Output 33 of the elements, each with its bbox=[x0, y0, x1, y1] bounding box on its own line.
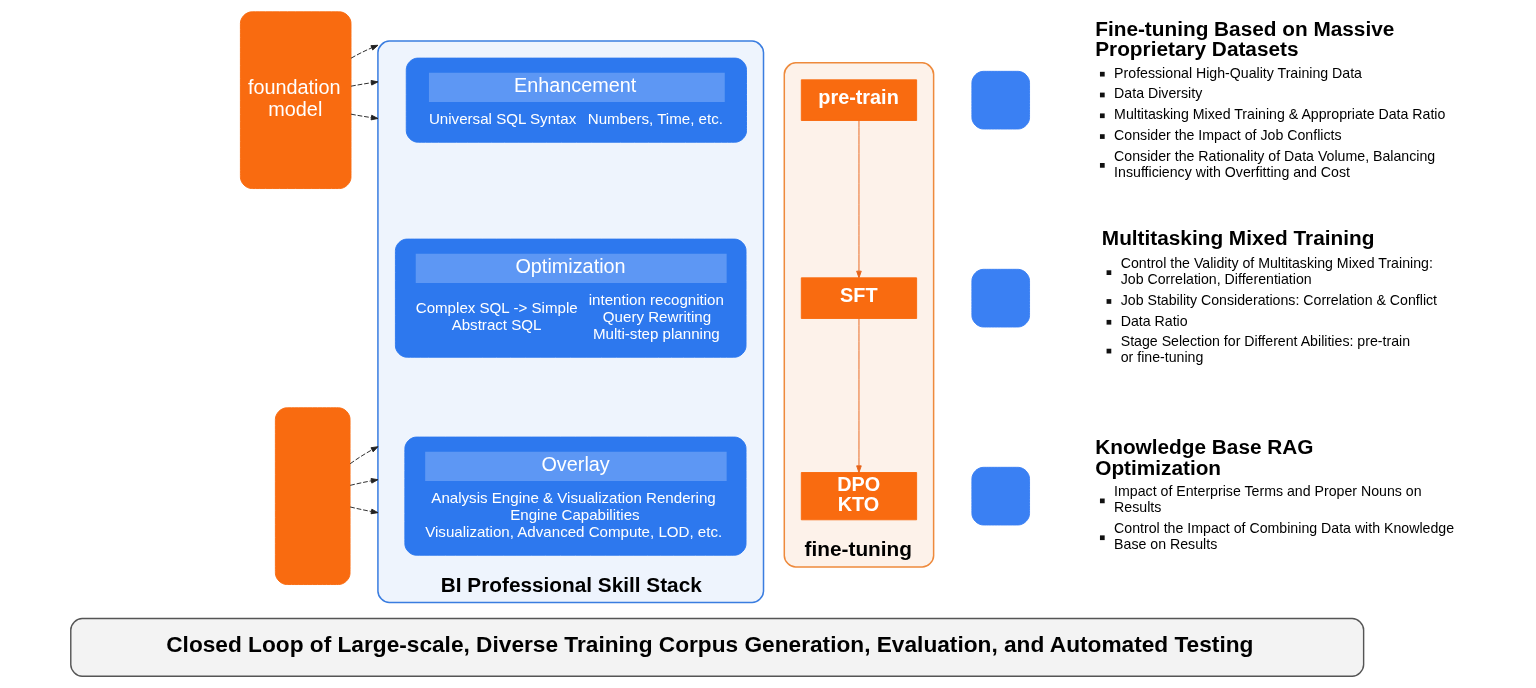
node-label: Control the Validity of Multitasking Mixed Training: Job Correlation, Differentiation bbox=[1120, 254, 1433, 287]
node-label: Data Diversity bbox=[1114, 85, 1203, 102]
arrow bbox=[350, 44, 379, 59]
node-box: Closed Loop of Large-scale, Diverse Training Corpus Generation, Evaluation, and Automated Testing bbox=[70, 617, 1365, 677]
node-box: pre-train bbox=[800, 79, 918, 121]
node-label: Professional High-Quality Training Data bbox=[1114, 64, 1362, 81]
arrow bbox=[349, 506, 379, 515]
node-label: Impact of Enterprise Terms and Proper Nouns on Results bbox=[1114, 483, 1422, 516]
node-label: Stage Selection for Different Abilities: pre-train or fine-tuning bbox=[1120, 333, 1411, 366]
node-label: Consider the Impact of Job Conflicts bbox=[1114, 126, 1342, 143]
arrow bbox=[349, 478, 379, 486]
node-label: Fine-tuning Based on Massive Proprietary Datasets bbox=[1095, 16, 1395, 61]
node-label: Consider the Rationality of Data Volume, Balancing Insufficiency with Overfitting and Cost bbox=[1114, 147, 1436, 180]
node-box: Enhancement Universal SQL Syntax Numbers, Time, etc. bbox=[405, 57, 747, 143]
node-box: Overlay Analysis Engine & Visualization Rendering Engine Capabilities Visualization, Advanced Compute, LOD, etc. bbox=[404, 436, 747, 556]
node-box: foundation model bbox=[239, 11, 352, 189]
node-label: Knowledge Base RAG Optimization bbox=[1095, 435, 1314, 479]
node-box bbox=[971, 268, 1031, 328]
arrow bbox=[856, 318, 862, 473]
node-label: Data Ratio bbox=[1120, 312, 1188, 329]
node-label: Control the Impact of Combining Data with Knowledge Base on Results bbox=[1114, 520, 1455, 553]
node-box: SFT bbox=[800, 277, 918, 319]
node-box bbox=[274, 407, 351, 585]
arrow bbox=[349, 446, 379, 465]
node-label: Job Stability Considerations: Correlation & Conflict bbox=[1120, 291, 1438, 308]
node-box: DPO KTO bbox=[800, 472, 918, 521]
node-box bbox=[971, 466, 1031, 526]
node-label: Multitasking Mixed Training & Appropriate Data Ratio bbox=[1114, 106, 1446, 123]
arrow bbox=[856, 120, 862, 279]
arrow bbox=[350, 113, 379, 121]
arrow bbox=[350, 80, 379, 87]
node-label: Multitasking Mixed Training bbox=[1101, 225, 1375, 249]
node-box bbox=[971, 70, 1031, 130]
